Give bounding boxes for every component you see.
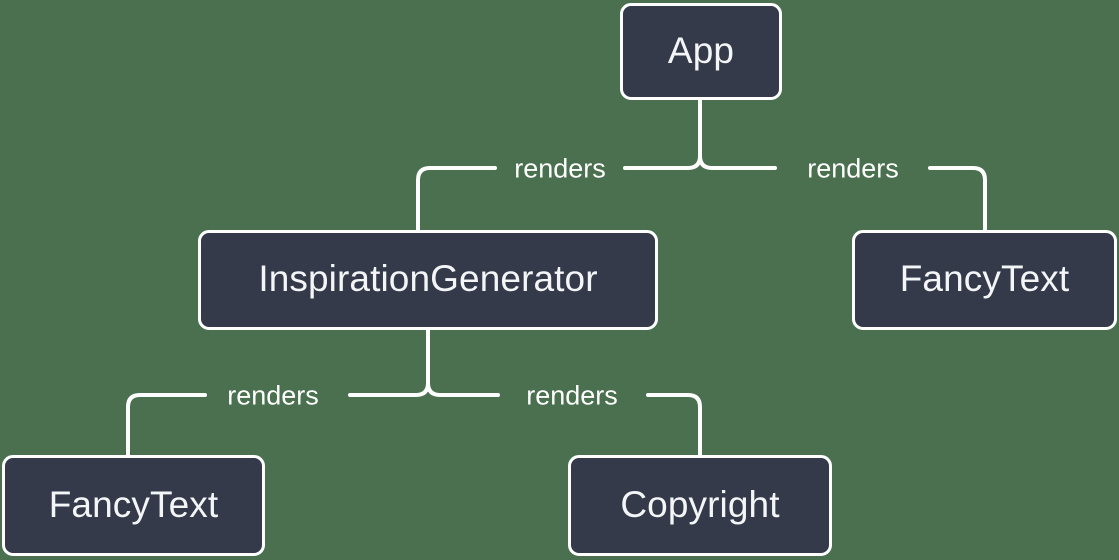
node-fancytext-right-label: FancyText <box>899 258 1070 299</box>
node-app-label: App <box>667 29 735 71</box>
node-fancytext-left[interactable]: FancyText <box>2 455 265 556</box>
edge-label-inspiration-to-copyright: renders <box>526 380 618 411</box>
node-inspiration-generator[interactable]: InspirationGenerator <box>198 230 658 330</box>
edge-label-app-to-fancytext-right: renders <box>807 153 899 184</box>
node-fancytext-left-label: FancyText <box>48 483 219 525</box>
node-app[interactable]: App <box>620 3 782 100</box>
edge-label-inspiration-to-fancytext-left: renders <box>227 380 319 411</box>
node-inspiration-generator-label: InspirationGenerator <box>258 258 598 299</box>
node-fancytext-right[interactable]: FancyText <box>852 230 1117 330</box>
edge-app-to-fancytext-right <box>698 154 987 232</box>
edge-inspiration-to-copyright <box>426 381 702 457</box>
node-copyright-label: Copyright <box>620 483 780 525</box>
node-copyright[interactable]: Copyright <box>568 455 832 556</box>
edge-label-app-to-inspiration: renders <box>514 153 606 184</box>
